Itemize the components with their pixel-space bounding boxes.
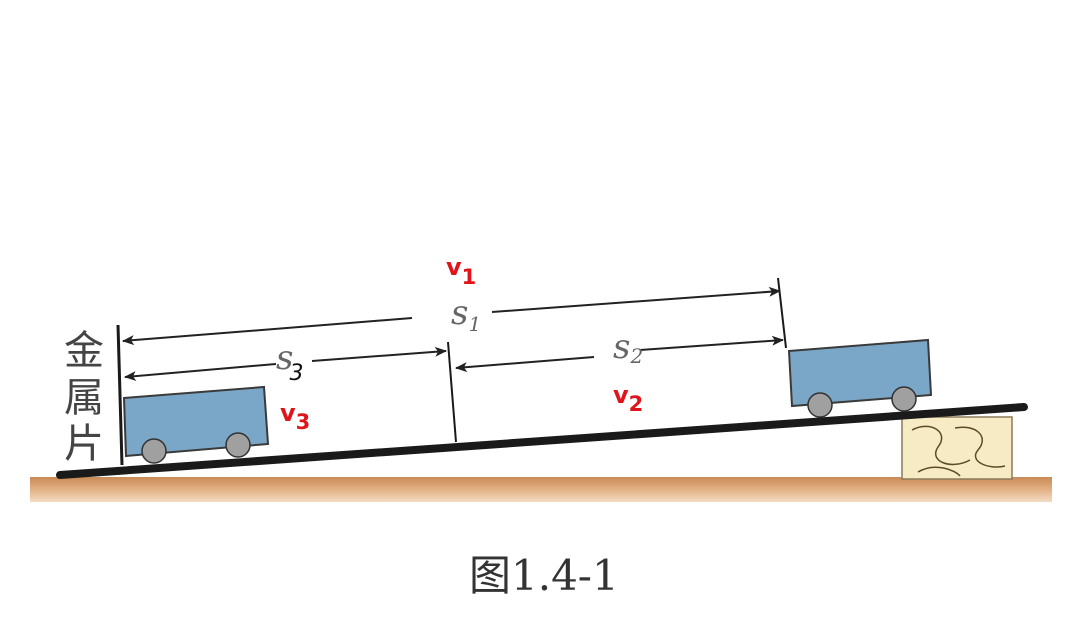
cart-bottom-wheel-rear: [141, 438, 167, 464]
svg-text:属: 属: [64, 375, 104, 421]
v1-label: v1: [446, 253, 476, 289]
cart-top-wheel-front: [891, 386, 917, 412]
s2-dimension: [455, 335, 784, 373]
wooden-block: [901, 416, 1013, 480]
cart-top-wheel-rear: [807, 392, 833, 418]
cart-bottom-wheel-front: [225, 432, 251, 458]
svg-text:片: 片: [64, 421, 104, 467]
s2-label: s2: [613, 327, 643, 368]
s1-label: s1: [451, 293, 481, 336]
s3-label: s3: [276, 338, 303, 386]
svg-text:金: 金: [64, 328, 104, 374]
ground: [30, 477, 1052, 502]
v2-label: v2: [613, 381, 643, 416]
cart-top: [787, 338, 933, 418]
s1-dimension: [122, 286, 781, 346]
metal-sheet-plate: [116, 324, 124, 466]
inclined-track: [56, 403, 1028, 479]
v3-label: v3: [280, 399, 310, 434]
figure-caption: 图1.4-1: [469, 551, 619, 600]
mid-marker-line: [447, 341, 457, 443]
s3-dimension: [124, 346, 447, 382]
top-marker-line: [777, 277, 787, 349]
metal-sheet-label: 金 属 片: [64, 328, 104, 467]
cart-bottom: [122, 385, 270, 464]
